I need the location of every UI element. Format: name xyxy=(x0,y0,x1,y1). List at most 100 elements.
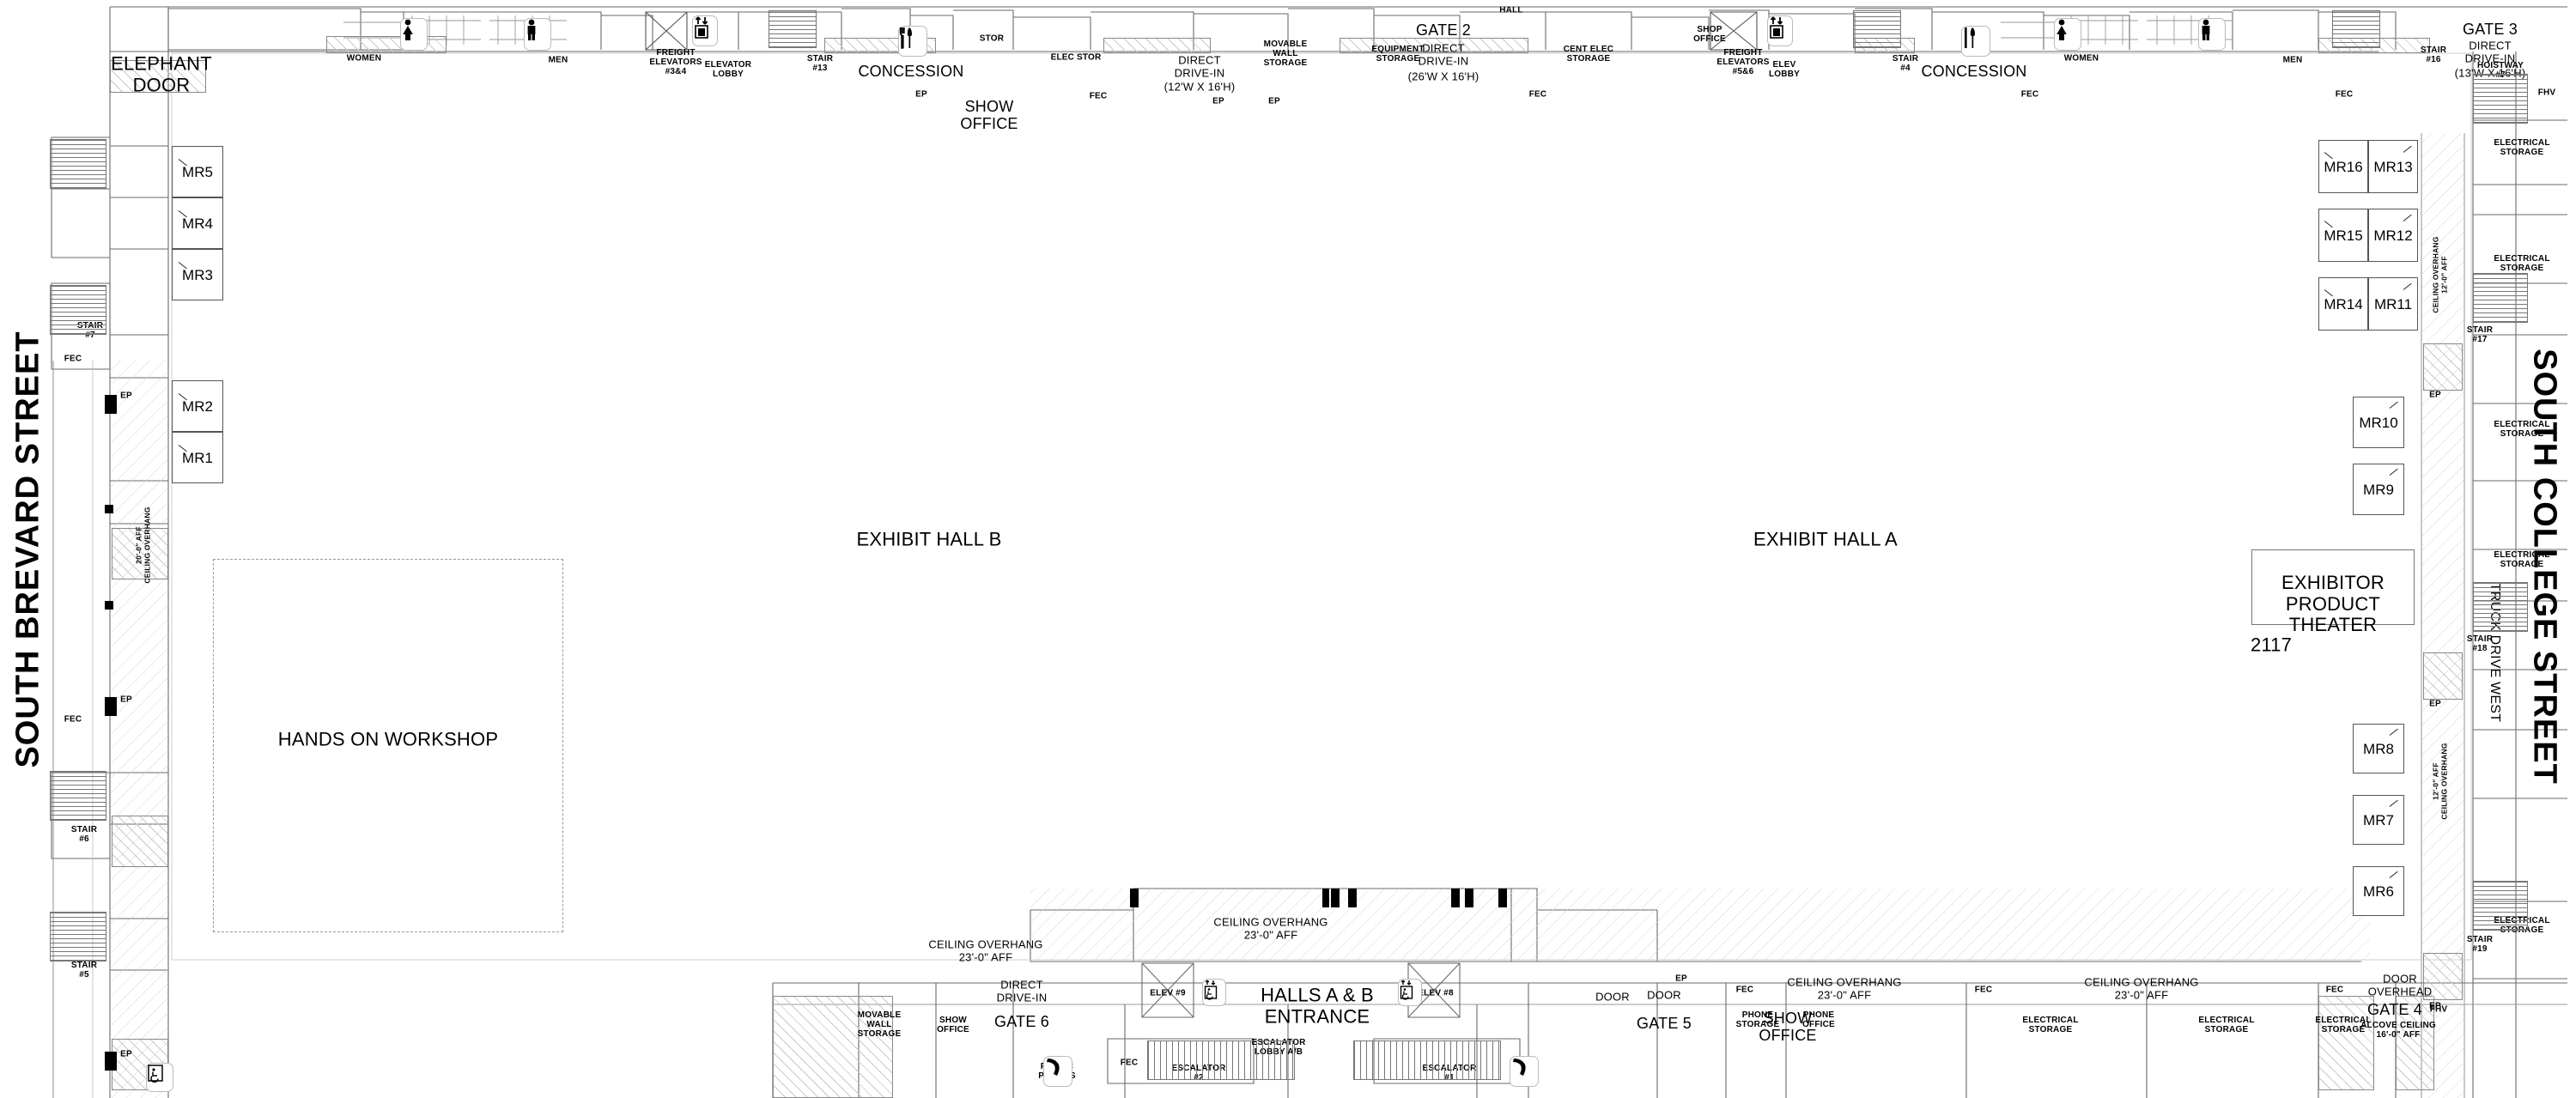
gate2-size: (26'W X 16'H) xyxy=(1407,70,1479,83)
electrical-storage-label: ELECTRICAL STORAGE xyxy=(2494,549,2550,569)
meeting-room-mr5[interactable]: MR5 xyxy=(172,146,223,197)
telephone-handset-icon xyxy=(1510,1056,1539,1087)
door-jamb xyxy=(1451,889,1460,907)
stair-18-label: STAIR #18 xyxy=(2466,634,2494,653)
ep-label: EP xyxy=(1268,96,1280,106)
meeting-room-mr1[interactable]: MR1 xyxy=(172,432,223,483)
meeting-room-mr8[interactable]: MR8 xyxy=(2353,724,2404,773)
alcove-ceiling-label: ALCOVE CEILING 16'-0" AFF xyxy=(2360,1020,2436,1040)
concession-1-label: CONCESSION xyxy=(858,62,964,80)
exhibit-hall-a-label: EXHIBIT HALL A xyxy=(1753,528,1898,550)
hatch-gate6-apron xyxy=(773,996,893,1098)
room-label: MR11 xyxy=(2373,296,2413,313)
exhibitor-product-theater[interactable] xyxy=(2251,549,2415,625)
gate6-type: DIRECT DRIVE-IN xyxy=(996,978,1048,1004)
hatch-gate4-alcove xyxy=(2318,996,2374,1090)
hatch-apron-gate2 xyxy=(1340,38,1528,53)
restroom-women-right-label: WOMEN xyxy=(2063,53,2099,64)
ep-marker xyxy=(105,1052,117,1071)
meeting-room-mr11[interactable]: MR11 xyxy=(2368,277,2418,331)
theater-name: EXHIBITOR PRODUCT THEATER xyxy=(2281,572,2385,636)
stair-graphic xyxy=(1853,10,1901,48)
restroom-men-left-label: MEN xyxy=(548,55,568,65)
ep-label: EP xyxy=(2429,1001,2441,1011)
room-label: MR12 xyxy=(2373,227,2413,245)
equipment-storage-label: EQUIPMENT STORAGE xyxy=(1371,44,1425,64)
electrical-storage-bottom-2: ELECTRICAL STORAGE xyxy=(2198,1015,2255,1034)
electrical-storage-bottom-1: ELECTRICAL STORAGE xyxy=(2022,1015,2079,1034)
stair-13-label: STAIR #13 xyxy=(806,53,834,73)
door-label: DOOR xyxy=(1595,990,1630,1004)
meeting-room-mr15[interactable]: MR15 xyxy=(2318,209,2368,262)
room-label: MR5 xyxy=(182,164,213,181)
men-restroom-icon xyxy=(524,18,551,51)
gate6-name: GATE 6 xyxy=(994,1012,1049,1030)
meeting-room-mr14[interactable]: MR14 xyxy=(2318,277,2368,331)
meeting-room-mr6[interactable]: MR6 xyxy=(2353,866,2404,916)
meeting-room-mr3[interactable]: MR3 xyxy=(172,249,223,300)
hatch-stair-apron xyxy=(2423,343,2463,391)
concession-2-label: CONCESSION xyxy=(1921,62,2027,80)
gate3-type: DIRECT DRIVE-IN xyxy=(2464,39,2516,64)
room-label: MR3 xyxy=(182,267,213,284)
gate3-name: GATE 3 xyxy=(2463,20,2518,38)
drive-in-small-size: (12'W X 16'H) xyxy=(1163,80,1236,94)
telephone-handset-icon xyxy=(1043,1056,1072,1087)
stair-graphic xyxy=(2473,582,2528,632)
street-south-brevard: SOUTH BREVARD STREET xyxy=(9,331,46,768)
hands-on-workshop-area[interactable] xyxy=(213,559,563,932)
room-label: MR4 xyxy=(182,215,213,233)
cent-elec-storage-label: CENT ELEC STORAGE xyxy=(1563,44,1614,64)
door-jamb xyxy=(1465,889,1473,907)
elephant-door-label: ELEPHANT DOOR xyxy=(111,52,212,95)
stair-graphic xyxy=(50,912,106,962)
stor-label: STOR xyxy=(979,33,1005,44)
movable-wall-storage-bottom: MOVABLE WALL STORAGE xyxy=(857,1010,902,1040)
show-office-1-label: SHOW OFFICE xyxy=(960,97,1018,132)
gate5-type: DOOR xyxy=(1647,988,1681,1002)
show-office-3-label: SHOW OFFICE xyxy=(1759,1009,1817,1044)
shop-office-label: SHOP OFFICE xyxy=(1693,24,1726,44)
elev8-label: ELEV #8 xyxy=(1418,988,1454,998)
meeting-room-mr10[interactable]: MR10 xyxy=(2353,397,2404,448)
meeting-room-mr16[interactable]: MR16 xyxy=(2318,140,2368,193)
gate4-name: GATE 4 xyxy=(2367,1000,2422,1018)
theater-number: 2117 xyxy=(2250,634,2293,656)
meeting-room-mr12[interactable]: MR12 xyxy=(2368,209,2418,262)
women-restroom-icon xyxy=(400,18,428,51)
stair-graphic xyxy=(50,139,106,189)
stair-graphic xyxy=(2473,273,2528,323)
ep-marker xyxy=(105,505,113,513)
meeting-room-mr4[interactable]: MR4 xyxy=(172,197,223,249)
stair-graphic xyxy=(2332,10,2380,48)
freight-elevators-2-label: FREIGHT ELEVATORS #5&6 xyxy=(1716,48,1770,77)
electrical-storage-label: ELECTRICAL STORAGE xyxy=(2494,137,2550,157)
electrical-storage-label: ELECTRICAL STORAGE xyxy=(2494,253,2550,273)
door-jamb xyxy=(1331,889,1340,907)
elephant-door-hatch xyxy=(110,60,206,93)
meeting-room-mr2[interactable]: MR2 xyxy=(172,380,223,432)
meeting-room-mr9[interactable]: MR9 xyxy=(2353,464,2404,515)
ceiling-overhang-right-lower: 12'-0" AFF CEILING OVERHANG xyxy=(2431,743,2448,820)
hatch-stair-apron xyxy=(112,528,168,579)
stair-graphic xyxy=(2473,74,2528,124)
fec-label: FEC xyxy=(64,714,82,725)
freight-elevators-1-label: FREIGHT ELEVATORS #3&4 xyxy=(649,48,702,77)
phone-office-label: PHONE OFFICE xyxy=(1802,1010,1835,1029)
stair-16-label: STAIR #16 xyxy=(2420,45,2447,64)
ceiling-overhang-right-upper: CEILING OVERHANG 12'-0" AFF xyxy=(2431,236,2448,313)
show-office-2-label: SHOW OFFICE xyxy=(937,1015,969,1034)
stair-17-label: STAIR #17 xyxy=(2466,325,2494,344)
fec-label: FEC xyxy=(1528,89,1547,100)
drive-in-small-type: DIRECT DRIVE-IN xyxy=(1174,53,1225,79)
escalator-1-graphic xyxy=(1353,1040,1501,1080)
meeting-room-mr7[interactable]: MR7 xyxy=(2353,795,2404,845)
ep-label: EP xyxy=(120,391,132,401)
restroom-men-right-label: MEN xyxy=(2282,55,2303,65)
room-label: MR10 xyxy=(2359,415,2398,432)
stair-4-label: STAIR #4 xyxy=(1892,53,1919,73)
meeting-room-mr13[interactable]: MR13 xyxy=(2368,140,2418,193)
fec-label: FEC xyxy=(1089,91,1108,101)
elevator-arrows-icon xyxy=(692,15,718,46)
